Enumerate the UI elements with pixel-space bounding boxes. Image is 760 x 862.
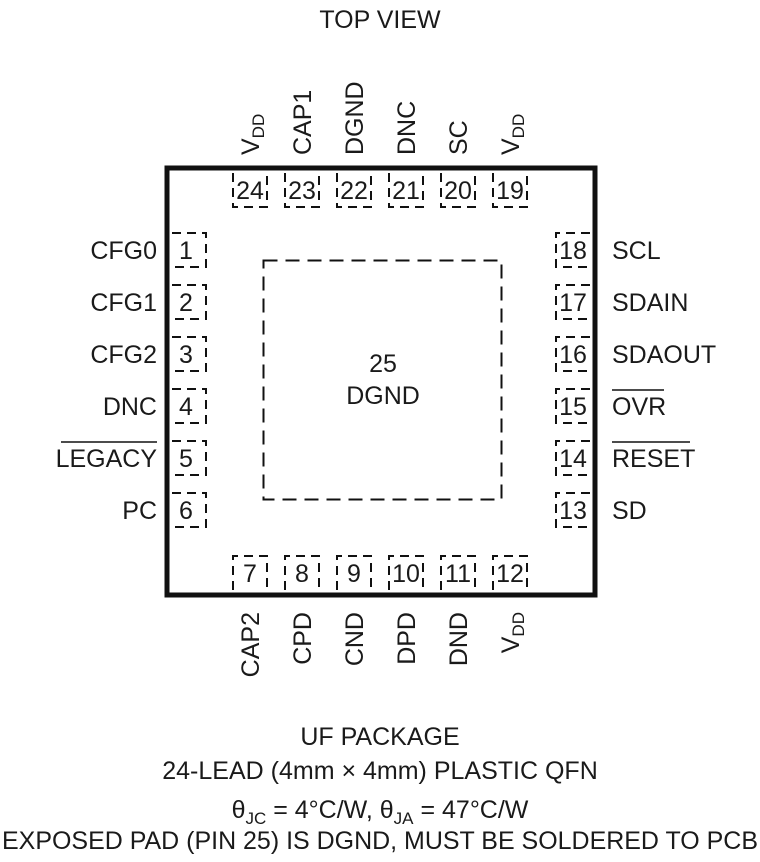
pin-number: 15: [559, 393, 587, 421]
pin-number: 7: [243, 560, 257, 588]
pin-name: CAP2: [237, 612, 265, 677]
pin-number: 11: [445, 560, 471, 588]
pin-4: 4 DNC: [103, 388, 207, 424]
pin-number: 20: [444, 177, 472, 205]
pin-9: 9 CND: [336, 555, 372, 666]
pin-7: 7 CAP2: [232, 555, 268, 677]
view-title: TOP VIEW: [319, 6, 441, 34]
pin-name: LEGACY: [56, 445, 158, 473]
pin-1: 1 CFG0: [90, 232, 207, 268]
exposed-pad-number: 25: [369, 350, 397, 378]
pin-name: CND: [341, 612, 369, 666]
pin-name: DND: [445, 612, 473, 666]
pin-name: RESET: [612, 445, 695, 473]
pin-23: 23 CAP1: [284, 90, 320, 208]
pin-19: 19 VDD: [492, 114, 528, 208]
pin-number: 23: [288, 177, 316, 205]
pin-number: 3: [179, 341, 193, 369]
pin-22: 22 DGND: [336, 81, 372, 208]
pin-2: 2 CFG1: [90, 284, 207, 320]
pin-number: 19: [496, 177, 524, 205]
pin-number: 1: [179, 237, 193, 265]
pin-14: 14 RESET: [555, 440, 695, 476]
pin-number: 24: [236, 177, 264, 205]
pin-name: CFG2: [90, 341, 157, 369]
pin-name: CFG0: [90, 237, 157, 265]
pin-number: 9: [347, 560, 361, 588]
pin-number: 14: [559, 445, 587, 473]
pin-6: 6 PC: [122, 492, 207, 528]
pin-name: VDD: [497, 612, 528, 653]
pin-number: 12: [496, 560, 524, 588]
pin-name: PC: [122, 497, 157, 525]
pin-number: 8: [295, 560, 309, 588]
pin-24: 24 VDD: [232, 114, 268, 208]
pin-name: OVR: [612, 393, 666, 421]
pin-name: DNC: [393, 101, 421, 155]
pin-number: 4: [179, 393, 193, 421]
pin-name: SDAIN: [612, 289, 688, 317]
pin-18: 18 SCL: [555, 232, 661, 268]
pin-number: 13: [559, 497, 587, 525]
pin-name: VDD: [497, 114, 528, 155]
pin-17: 17 SDAIN: [555, 284, 688, 320]
pin-number: 17: [559, 289, 587, 317]
pin-number: 10: [392, 560, 420, 588]
pin-name: SCL: [612, 237, 661, 265]
pin-name: CAP1: [289, 90, 317, 155]
exposed-pad-note: EXPOSED PAD (PIN 25) IS DGND, MUST BE SO…: [2, 827, 758, 855]
pin-11: 11 DND: [440, 555, 476, 666]
pin-number: 22: [340, 177, 368, 205]
package-name: UF PACKAGE: [300, 723, 459, 751]
pin-number: 21: [392, 177, 420, 205]
pin-name: DNC: [103, 393, 157, 421]
thermal-resistance: θJC = 4°C/W, θJA = 47°C/W: [232, 796, 529, 828]
pin-name: SDAOUT: [612, 341, 716, 369]
pin-10: 10 DPD: [388, 555, 424, 665]
pin-name: CPD: [289, 612, 317, 665]
pin-number: 16: [559, 341, 587, 369]
pin-15: 15 OVR: [555, 388, 666, 424]
bottom-pins: 7 CAP2 8 CPD 9 CND 10 DPD 11 DND 12 VDD: [232, 555, 528, 677]
pin-name: DGND: [341, 81, 369, 155]
pin-13: 13 SD: [555, 492, 647, 528]
exposed-pad-outline: [262, 259, 503, 501]
pin-8: 8 CPD: [284, 555, 320, 665]
package-outline: [164, 165, 598, 598]
pin-5: 5 LEGACY: [56, 440, 207, 476]
pin-name: VDD: [237, 114, 268, 155]
package-description: 24-LEAD (4mm × 4mm) PLASTIC QFN: [162, 757, 598, 785]
pin-name: SD: [612, 497, 647, 525]
pin-number: 18: [559, 237, 587, 265]
pin-name: DPD: [393, 612, 421, 665]
pin-16: 16 SDAOUT: [555, 336, 716, 372]
pin-name: CFG1: [90, 289, 157, 317]
pin-number: 6: [179, 497, 193, 525]
pin-number: 5: [179, 445, 193, 473]
exposed-pad-name: DGND: [346, 382, 420, 410]
right-pins: 18 SCL 17 SDAIN 16 SDAOUT 15 OVR 14 RESE…: [555, 232, 716, 528]
pin-3: 3 CFG2: [90, 336, 207, 372]
top-pins: 24 VDD 23 CAP1 22 DGND 21 DNC 20 SC 19 V…: [232, 81, 528, 208]
pin-21: 21 DNC: [388, 101, 424, 208]
pin-name: SC: [445, 120, 473, 155]
pin-number: 2: [179, 289, 193, 317]
pin-12: 12 VDD: [492, 555, 528, 653]
left-pins: 1 CFG0 2 CFG1 3 CFG2 4 DNC 5 LEGACY 6 PC: [56, 232, 207, 528]
pin-20: 20 SC: [440, 120, 476, 208]
